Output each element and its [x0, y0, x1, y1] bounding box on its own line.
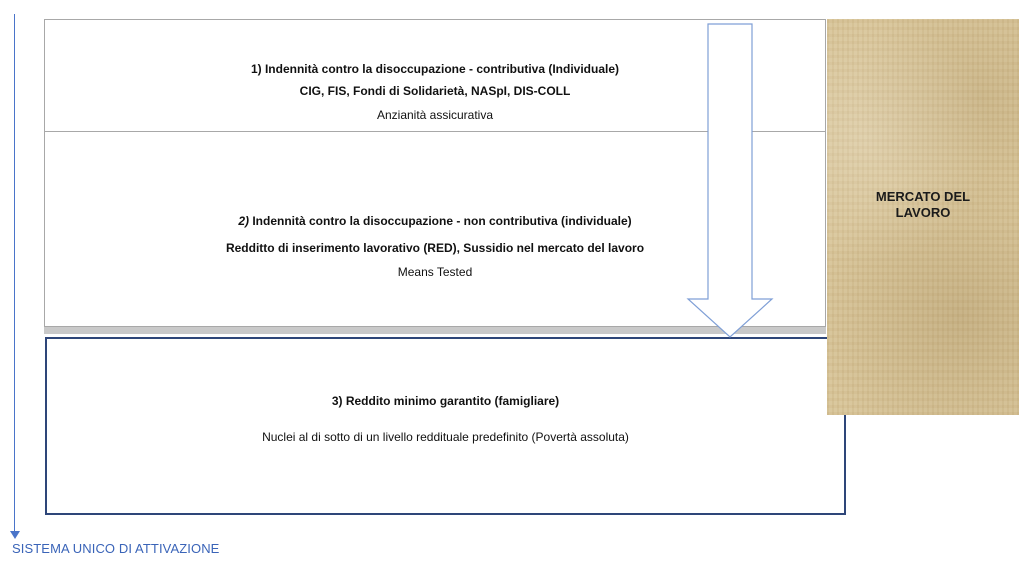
box2-title-text: Indennità contro la disoccupazione - non… — [248, 214, 632, 228]
box-noncontributory-unemployment: 2) Indennità contro la disoccupazione - … — [44, 132, 826, 327]
labour-market-label: MERCATO DEL LAVORO — [827, 189, 1019, 221]
box1-title: 1) Indennità contro la disoccupazione - … — [250, 62, 620, 76]
labour-market-panel: MERCATO DEL LAVORO — [827, 19, 1019, 415]
box2-number: 2) — [238, 214, 249, 228]
box3-title: 3) Reddito minimo garantito (famigliare) — [331, 394, 560, 408]
box2-criterion: Means Tested — [397, 265, 473, 279]
box2-title: 2) Indennità contro la disoccupazione - … — [45, 214, 825, 229]
vertical-flow-line — [14, 14, 15, 534]
labour-market-line2: LAVORO — [895, 205, 951, 220]
separator-bar — [44, 327, 826, 334]
box3-description: Nuclei al di sotto di un livello redditu… — [262, 430, 629, 444]
labour-market-line1: MERCATO DEL — [875, 189, 971, 204]
box1-instruments: CIG, FIS, Fondi di Solidarietà, NASpI, D… — [299, 84, 571, 98]
box-minimum-income: 3) Reddito minimo garantito (famigliare)… — [45, 337, 846, 515]
box2-instruments: Redditto di inserimento lavorativo (RED)… — [225, 241, 645, 255]
box-contributory-unemployment: 1) Indennità contro la disoccupazione - … — [44, 19, 826, 132]
down-arrow-icon — [10, 531, 20, 539]
bottom-system-label: SISTEMA UNICO DI ATTIVAZIONE — [12, 541, 220, 556]
box1-criterion: Anzianità assicurativa — [376, 108, 494, 122]
